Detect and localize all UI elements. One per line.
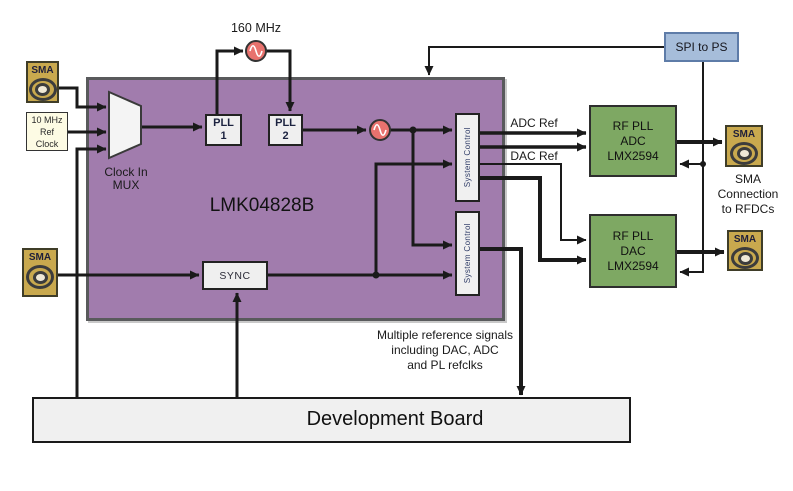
wire-osc160-to-pll2 xyxy=(266,49,295,112)
sync-box: SYNC xyxy=(202,261,268,290)
sma-ring-icon xyxy=(731,247,759,269)
dac-ref-label: DAC Ref xyxy=(510,149,558,163)
sma-connector-top-left: SMA xyxy=(26,61,59,103)
sma-label: SMA xyxy=(732,129,756,140)
sma-label: SMA xyxy=(31,65,54,76)
oscillator-icon xyxy=(369,119,391,141)
ref-clock-line: Clock xyxy=(35,138,59,149)
sma-connector-dac: SMA xyxy=(727,230,763,271)
rf-pll-adc-box: RF PLL ADC LMX2594 xyxy=(589,105,677,177)
wire-sma-to-mux xyxy=(59,86,107,112)
clock-in-mux-shape xyxy=(108,90,142,160)
rf-pll-dac-box: RF PLL DAC LMX2594 xyxy=(589,214,677,288)
wire-sysctl2-to-devboard xyxy=(478,247,526,396)
sma-ring-icon xyxy=(28,78,57,101)
multi-ref-note: Multiple reference signals including DAC… xyxy=(376,328,514,372)
osc-160mhz-label: 160 MHz xyxy=(230,21,282,35)
sma-label: SMA xyxy=(733,234,757,245)
sma-ring-icon xyxy=(730,142,758,165)
ref-clock-box: 10 MHz Ref Clock xyxy=(26,112,68,151)
junction-dot xyxy=(700,161,706,167)
spi-to-ps-box: SPI to PS xyxy=(664,32,739,62)
wire-devboard-to-mux xyxy=(75,144,107,397)
wire-sysctl1-to-dac xyxy=(480,176,587,265)
wire-spi-down-to-dac xyxy=(679,62,704,277)
sma-connector-bottom-left: SMA xyxy=(22,248,58,297)
sma-connector-adc: SMA xyxy=(725,125,763,167)
system-control-top-box: System Control xyxy=(455,113,480,202)
wire-spi-to-chip xyxy=(424,46,664,76)
chip-name-label: LMK04828B xyxy=(209,195,315,216)
wire-osc-to-sysctl2 xyxy=(411,130,453,250)
ref-clock-line: 10 MHz xyxy=(31,114,63,125)
system-control-bottom-box: System Control xyxy=(455,211,480,296)
oscillator-icon xyxy=(245,40,267,62)
wire-pll1-to-osc160 xyxy=(215,46,244,114)
development-board-box xyxy=(32,397,631,443)
ref-clock-line: Ref xyxy=(39,126,54,137)
clock-in-mux-label: Clock In MUX xyxy=(104,165,148,192)
pll1-box: PLL 1 xyxy=(205,114,242,146)
sma-ring-icon xyxy=(26,265,54,289)
development-board-label: Development Board xyxy=(306,408,484,430)
junction-dot xyxy=(372,271,380,279)
wire-dac-ref xyxy=(480,163,587,245)
junction-dot xyxy=(409,126,417,134)
sma-connection-note: SMA Connection to RFDCs xyxy=(717,172,779,216)
wire-sync-to-sysctl1 xyxy=(374,159,453,275)
sma-label: SMA xyxy=(28,252,52,263)
adc-ref-label: ADC Ref xyxy=(510,116,558,130)
pll2-box: PLL 2 xyxy=(268,114,303,146)
